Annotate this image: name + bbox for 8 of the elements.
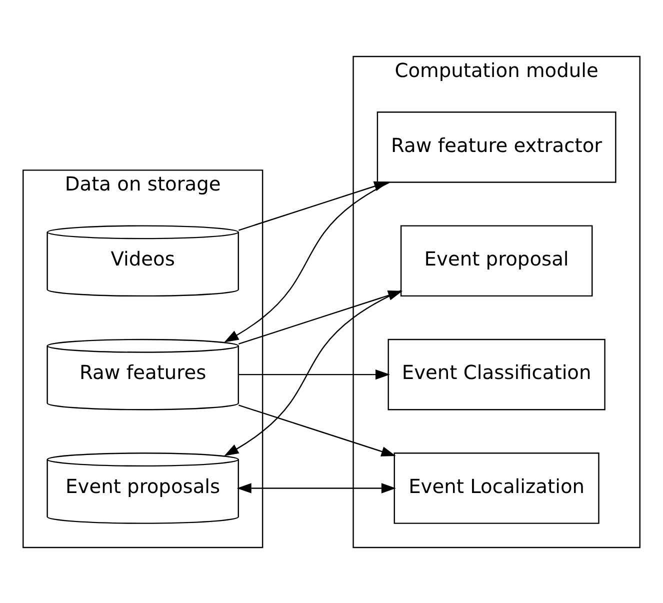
node-box: Raw feature extractor <box>376 111 616 182</box>
arrow <box>236 482 396 493</box>
node-box: Event Classification <box>388 338 606 410</box>
arrow <box>224 290 401 456</box>
node-box: Event proposal <box>400 224 593 296</box>
arrow <box>238 404 396 456</box>
arrow <box>238 368 390 380</box>
node-box: Event Localization <box>394 452 600 524</box>
